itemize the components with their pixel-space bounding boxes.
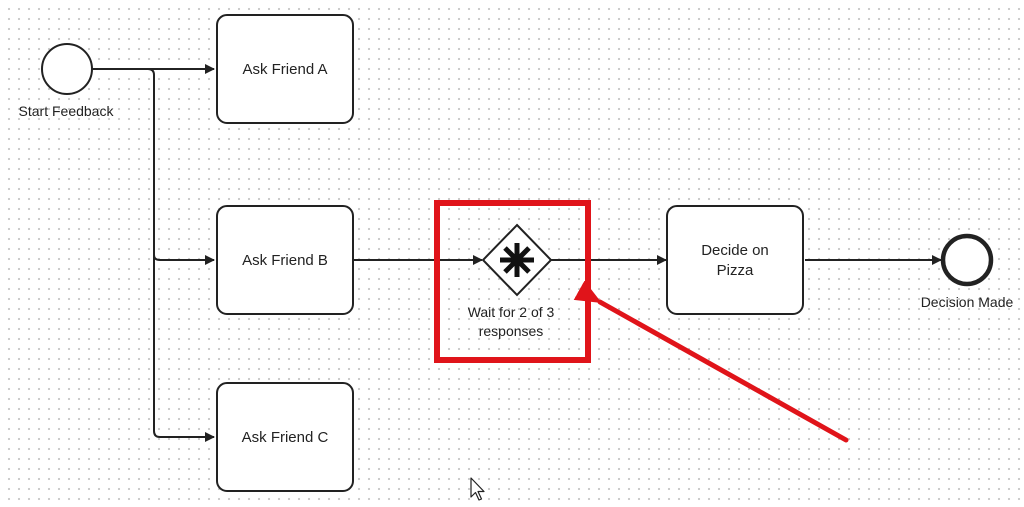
end-event-circle[interactable] [940, 233, 994, 287]
flow-start-to-friend-b[interactable] [147, 68, 215, 265]
start-event-circle[interactable] [41, 43, 93, 95]
task-label-line1: Decide on [701, 242, 769, 259]
task-decide-on-pizza[interactable]: Decide on Pizza [666, 205, 804, 315]
task-label-line2: Pizza [717, 262, 754, 279]
flow-start-to-friend-c[interactable] [153, 255, 215, 442]
mouse-cursor-icon [470, 477, 485, 501]
task-label: Ask Friend B [242, 252, 328, 269]
task-box[interactable] [216, 205, 354, 315]
task-ask-friend-a[interactable]: Ask Friend A [216, 14, 354, 124]
task-box[interactable] [216, 14, 354, 124]
gateway-label-line1: Wait for 2 of 3 [468, 304, 555, 320]
task-ask-friend-c[interactable]: Ask Friend C [216, 382, 354, 492]
task-box[interactable] [216, 382, 354, 492]
task-label: Ask Friend A [242, 61, 327, 78]
asterisk-icon [500, 243, 534, 277]
end-event[interactable]: Decision Made [921, 233, 1014, 310]
task-ask-friend-b[interactable]: Ask Friend B [216, 205, 354, 315]
sequence-flows [92, 64, 942, 442]
start-event-label: Start Feedback [19, 103, 115, 119]
gateway-label-line2: responses [479, 323, 544, 339]
complex-gateway[interactable]: Wait for 2 of 3 responses [468, 223, 555, 339]
start-event[interactable]: Start Feedback [19, 43, 115, 119]
task-label: Ask Friend C [242, 429, 329, 446]
red-pointer-arrow [573, 280, 849, 443]
end-event-label: Decision Made [921, 294, 1014, 310]
task-box[interactable] [666, 205, 804, 315]
